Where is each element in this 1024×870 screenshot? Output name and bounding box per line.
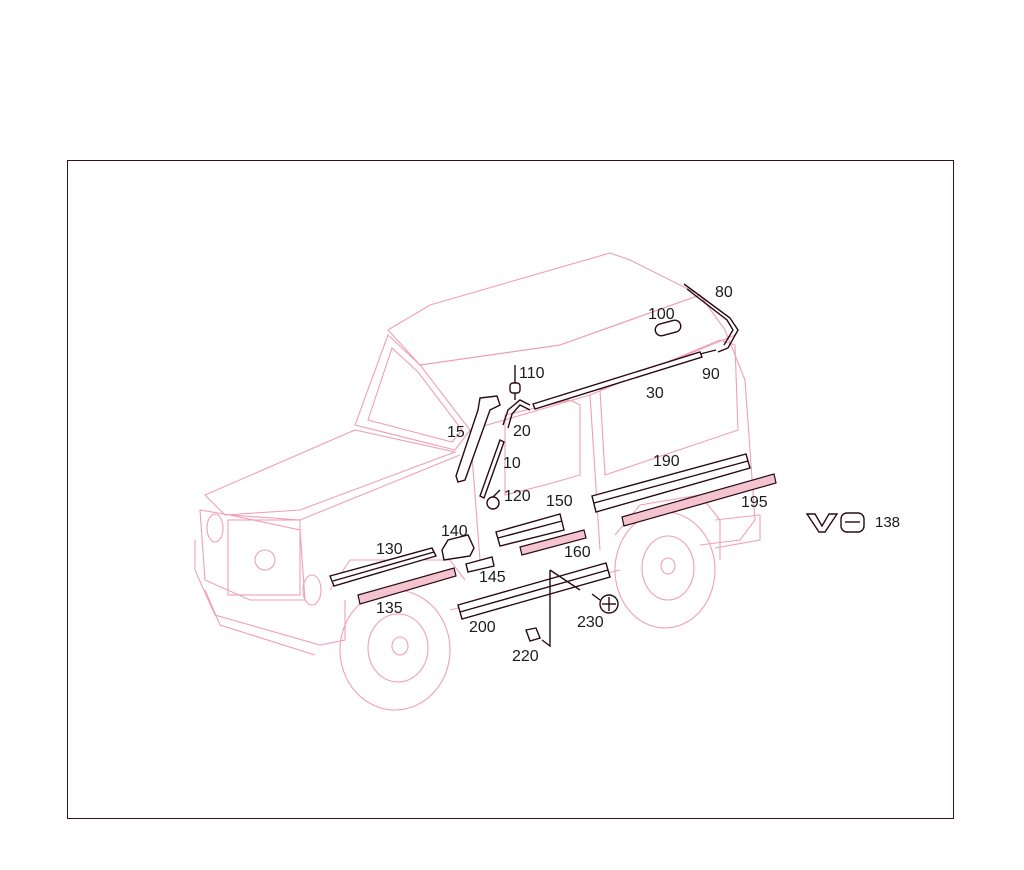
vehicle-headlight-left xyxy=(206,513,224,543)
vehicle-windshield xyxy=(354,334,471,451)
vehicle-grille xyxy=(227,519,301,596)
vehicle-hood xyxy=(204,429,457,516)
callout-10: 10 xyxy=(503,455,521,472)
callout-90: 90 xyxy=(702,366,720,383)
vehicle-front-wheel-hub xyxy=(367,613,429,683)
vehicle-windshield-glass xyxy=(367,347,463,443)
callout-130: 130 xyxy=(376,541,403,558)
callout-15: 15 xyxy=(447,424,465,441)
part-80-rail-inner xyxy=(686,288,734,346)
part-110-clip xyxy=(509,382,521,394)
vehicle-front-face xyxy=(199,509,306,601)
part-190-strip xyxy=(591,453,751,513)
vehicle-rear-wheel xyxy=(614,511,716,629)
part-80-rail xyxy=(683,283,739,353)
part-220-clip xyxy=(525,627,541,642)
part-10-strip xyxy=(479,439,505,499)
diagram-frame xyxy=(67,160,954,819)
vehicle-grille-star xyxy=(254,549,276,571)
part-20-rail-inner xyxy=(507,404,531,429)
part-220-leader-diag xyxy=(549,569,581,591)
callout-100: 100 xyxy=(648,306,675,323)
v8-badge-v-icon xyxy=(805,513,839,533)
callout-230: 230 xyxy=(577,614,604,631)
part-195-insert xyxy=(621,473,777,527)
part-100-cap xyxy=(654,319,682,337)
callout-160: 160 xyxy=(564,544,591,561)
part-120-clip xyxy=(486,496,500,510)
callout-200: 200 xyxy=(469,619,496,636)
callout-80: 80 xyxy=(715,284,733,301)
part-160-insert xyxy=(519,529,587,556)
parts xyxy=(329,283,777,648)
vehicle-front-bumper-lower xyxy=(204,589,316,656)
part-130-groove xyxy=(332,551,435,582)
vehicle-rear-body xyxy=(699,294,756,546)
part-200-groove xyxy=(459,569,609,613)
part-30-rail xyxy=(532,351,703,410)
vehicle-rear-window xyxy=(599,339,739,476)
callout-140: 140 xyxy=(441,523,468,540)
callout-190: 190 xyxy=(653,453,680,470)
vehicle-hood-edge xyxy=(229,454,461,521)
callout-150: 150 xyxy=(546,493,573,510)
callout-195: 195 xyxy=(741,494,768,511)
vehicle-rear-wheel-hub xyxy=(641,535,695,601)
vehicle-side-top xyxy=(419,294,701,366)
callout-110: 110 xyxy=(519,365,545,382)
part-190-groove xyxy=(593,460,749,504)
part-140-piece xyxy=(441,534,475,561)
v8-badge-number: 138 xyxy=(875,514,900,531)
callout-120: 120 xyxy=(504,488,531,505)
part-230-thread xyxy=(591,593,601,601)
part-150-groove xyxy=(497,520,563,539)
part-120-leader xyxy=(492,489,501,498)
part-135-insert xyxy=(357,567,457,605)
v8-badge: V8 138 xyxy=(805,512,900,533)
callout-220: 220 xyxy=(512,648,539,665)
callout-20: 20 xyxy=(513,423,531,440)
vehicle-front-wheel-center xyxy=(391,636,409,656)
callout-135: 135 xyxy=(376,600,403,617)
vehicle-rear-bumper xyxy=(714,514,761,549)
callout-145: 145 xyxy=(479,569,506,586)
part-15-trim xyxy=(455,395,501,483)
part-220-leader xyxy=(541,570,551,648)
vehicle-front-bumper xyxy=(194,540,346,646)
vehicle-rear-wheel-center xyxy=(660,557,676,575)
vehicle-headlight-right xyxy=(302,574,322,606)
callout-labels: 80 100 90 110 30 15 20 10 190 120 150 19… xyxy=(376,284,768,665)
part-145-insert xyxy=(465,556,495,573)
vehicle-door-window xyxy=(504,399,581,496)
callout-30: 30 xyxy=(646,385,664,402)
part-90-connector xyxy=(699,349,717,355)
vehicle-door-line-rear xyxy=(589,394,601,551)
part-20-rail xyxy=(502,399,531,426)
